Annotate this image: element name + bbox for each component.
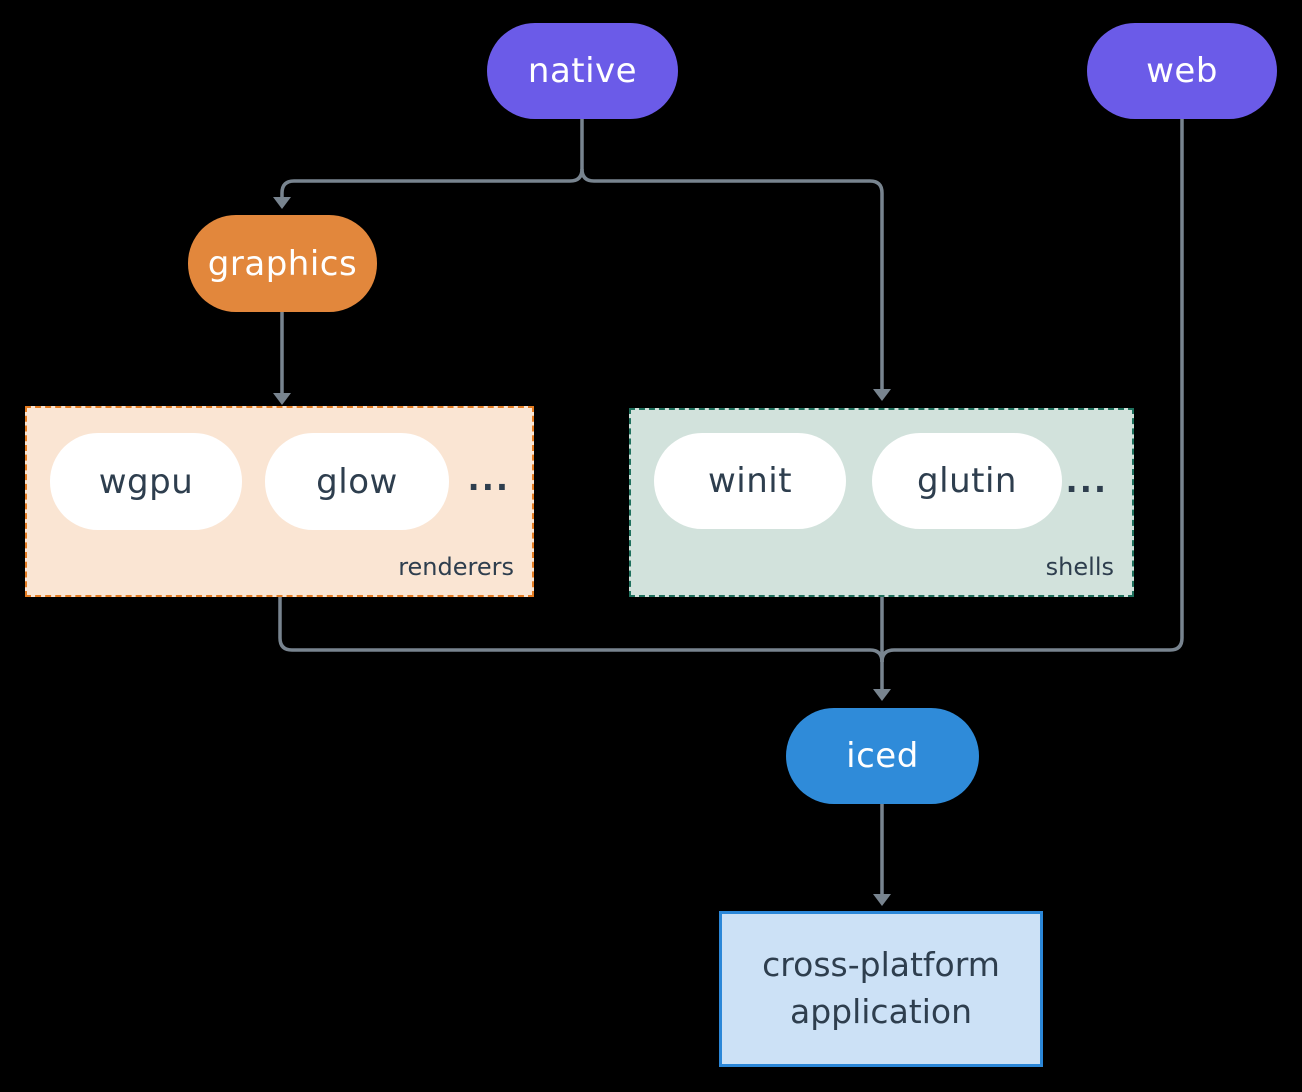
renderers-group-label: renderers	[398, 553, 514, 581]
group-renderers: wgpu glow ... renderers	[25, 406, 534, 597]
node-wgpu-label: wgpu	[98, 461, 194, 502]
node-glow: glow	[265, 433, 449, 530]
application-label-line2: application	[789, 992, 973, 1031]
node-glow-label: glow	[316, 461, 398, 502]
group-shells: winit glutin ... shells	[629, 408, 1134, 597]
arrowhead-graphics	[273, 197, 291, 209]
edge-native-shells	[580, 168, 884, 389]
node-web-label: web	[1146, 51, 1218, 91]
arrowhead-application	[873, 894, 891, 906]
node-web: web	[1087, 23, 1277, 119]
node-native: native	[487, 23, 678, 119]
renderers-ellipsis: ...	[467, 460, 510, 498]
shells-ellipsis: ...	[1065, 462, 1108, 500]
arrowhead-shells	[873, 389, 891, 401]
node-glutin: glutin	[872, 433, 1062, 529]
node-iced: iced	[786, 708, 979, 804]
shells-group-label: shells	[1045, 553, 1114, 581]
edge-native-graphics	[280, 119, 584, 197]
node-glutin-label: glutin	[917, 461, 1017, 501]
node-native-label: native	[527, 51, 638, 91]
arrowhead-renderers	[273, 393, 291, 405]
node-winit: winit	[654, 433, 846, 529]
node-graphics: graphics	[188, 215, 377, 312]
node-iced-label: iced	[846, 736, 919, 776]
node-winit-label: winit	[707, 461, 793, 501]
node-graphics-label: graphics	[207, 243, 358, 284]
application-label-line1: cross-platform	[762, 945, 1000, 985]
arrowhead-iced	[873, 689, 891, 701]
node-wgpu: wgpu	[50, 433, 242, 530]
node-cross-platform-application: cross-platform application	[719, 911, 1043, 1067]
edge-renderers-iced	[278, 597, 884, 663]
